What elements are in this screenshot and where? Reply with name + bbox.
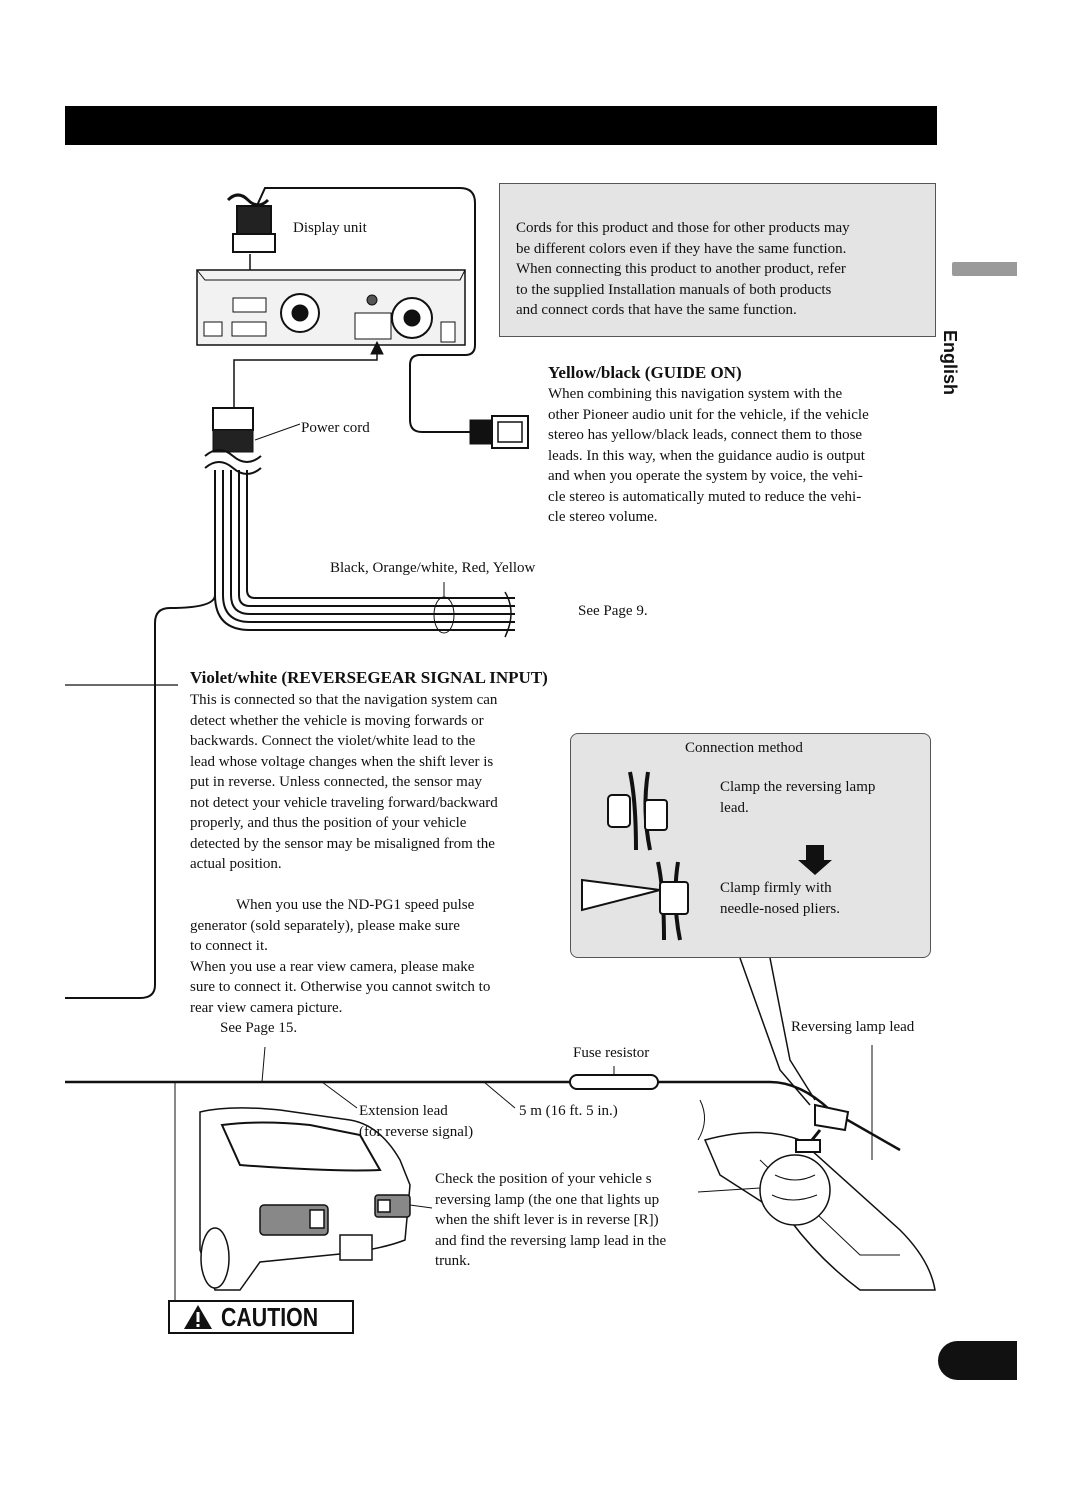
note-line: and connect cords that have the same fun…	[516, 302, 797, 318]
extension-lead-label: Extension lead	[359, 1103, 448, 1119]
guide-on-line: stereo has yellow/black leads, connect t…	[548, 427, 863, 443]
reverse-gear-line: detected by the sensor may be misaligned…	[190, 835, 495, 852]
see-page-9-label: See Page 9.	[578, 603, 648, 619]
arrow-down-icon	[798, 845, 832, 875]
note-line: to the supplied Installation manuals of …	[516, 281, 832, 298]
note-line: rear view camera picture.	[190, 999, 343, 1016]
warning-icon	[183, 1305, 212, 1329]
note-line: When you use a rear view camera, please …	[190, 958, 475, 975]
connection-step-2: Clamp firmly with needle-nosed pliers.	[720, 878, 840, 919]
display-unit-body	[196, 269, 466, 408]
caution-banner: CAUTION	[168, 1300, 354, 1334]
reverse-gear-line: lead whose voltage changes when the shif…	[190, 753, 494, 770]
guide-on-lead	[409, 330, 529, 449]
language-tab-marker	[952, 262, 1017, 276]
reverse-gear-line: This is connected so that the navigation…	[190, 692, 498, 708]
reverse-gear-line: put in reverse. Unless connected, the se…	[190, 774, 482, 790]
reverse-signal-label: (for reverse signal)	[359, 1124, 474, 1140]
reverse-gear-text: This is connected so that the navigation…	[190, 690, 570, 875]
page-number-badge	[938, 1341, 1017, 1380]
car-illustration	[199, 1107, 433, 1291]
connection-step-1: Clamp the reversing lamp lead.	[720, 777, 875, 818]
reverse-gear-line: backwards. Connect the violet/white lead…	[190, 733, 476, 749]
guide-on-line: cle stereo is automatically muted to red…	[548, 488, 862, 505]
note-line: sure to connect it. Otherwise you cannot…	[190, 979, 491, 995]
connection-method-title: Connection method	[685, 740, 803, 756]
reversing-lamp-lead-label: Reversing lamp lead	[791, 1019, 915, 1035]
guide-on-line: and when you operate the system by voice…	[548, 468, 863, 484]
power-cord	[65, 407, 515, 999]
check-line: when the shift lever is in reverse [R])	[435, 1212, 659, 1228]
step-line: Clamp firmly with	[720, 880, 832, 896]
check-line: reversing lamp (the one that lights up	[435, 1191, 660, 1208]
note-line: When connecting this product to another …	[516, 261, 846, 277]
guide-on-line: cle stereo volume.	[548, 509, 658, 525]
length-label: 5 m (16 ft. 5 in.)	[519, 1103, 618, 1119]
power-cord-label: Power cord	[301, 420, 370, 436]
fuse-resistor-label: Fuse resistor	[573, 1045, 650, 1061]
guide-on-line: other Pioneer audio unit for the vehicle…	[548, 406, 869, 423]
cord-color-note: Cords for this product and those for oth…	[499, 183, 936, 337]
check-position-text: Check the position of your vehicle s rev…	[435, 1169, 705, 1272]
note-line: When you use the ND-PG1 speed pulse	[236, 897, 475, 913]
caution-label: CAUTION	[220, 1301, 318, 1332]
clamp-icon	[581, 771, 689, 941]
reverse-gear-heading: Violet/white (REVERSEGEAR SIGNAL INPUT)	[190, 668, 548, 687]
reverse-gear-line: properly, and thus the position of your …	[190, 815, 467, 831]
note-line: be different colors even if they have th…	[516, 240, 847, 257]
reverse-gear-line: detect whether the vehicle is moving for…	[190, 712, 484, 729]
reverse-gear-notes: When you use the ND-PG1 speed pulse gene…	[190, 895, 570, 1039]
guide-on-line: When combining this navigation system wi…	[548, 386, 843, 402]
guide-on-line: leads. In this way, when the guidance au…	[548, 447, 865, 464]
reverse-gear-line: not detect your vehicle traveling forwar…	[190, 794, 498, 811]
lead-colors-label: Black, Orange/white, Red, Yellow	[330, 560, 536, 576]
guide-on-text: When combining this navigation system wi…	[548, 384, 940, 528]
note-line: Cords for this product and those for oth…	[516, 220, 850, 236]
display-unit-connector	[226, 187, 476, 330]
connection-method-box	[570, 733, 931, 958]
check-line: Check the position of your vehicle s	[435, 1171, 652, 1187]
step-line: Clamp the reversing lamp	[720, 779, 876, 795]
step-line: needle-nosed pliers.	[720, 900, 840, 917]
step-line: lead.	[720, 799, 749, 816]
header-bar	[65, 106, 937, 145]
check-line: and find the reversing lamp lead in the	[435, 1232, 667, 1249]
note-line: to connect it.	[190, 938, 268, 954]
see-page-15-label: See Page 15.	[220, 1020, 298, 1036]
note-line: generator (sold separately), please make…	[190, 917, 460, 934]
check-line: trunk.	[435, 1253, 471, 1269]
display-unit-label: Display unit	[293, 220, 367, 236]
reverse-gear-line: actual position.	[190, 856, 282, 872]
trunk-illustration	[697, 1099, 936, 1291]
guide-on-heading: Yellow/black (GUIDE ON)	[548, 363, 742, 382]
